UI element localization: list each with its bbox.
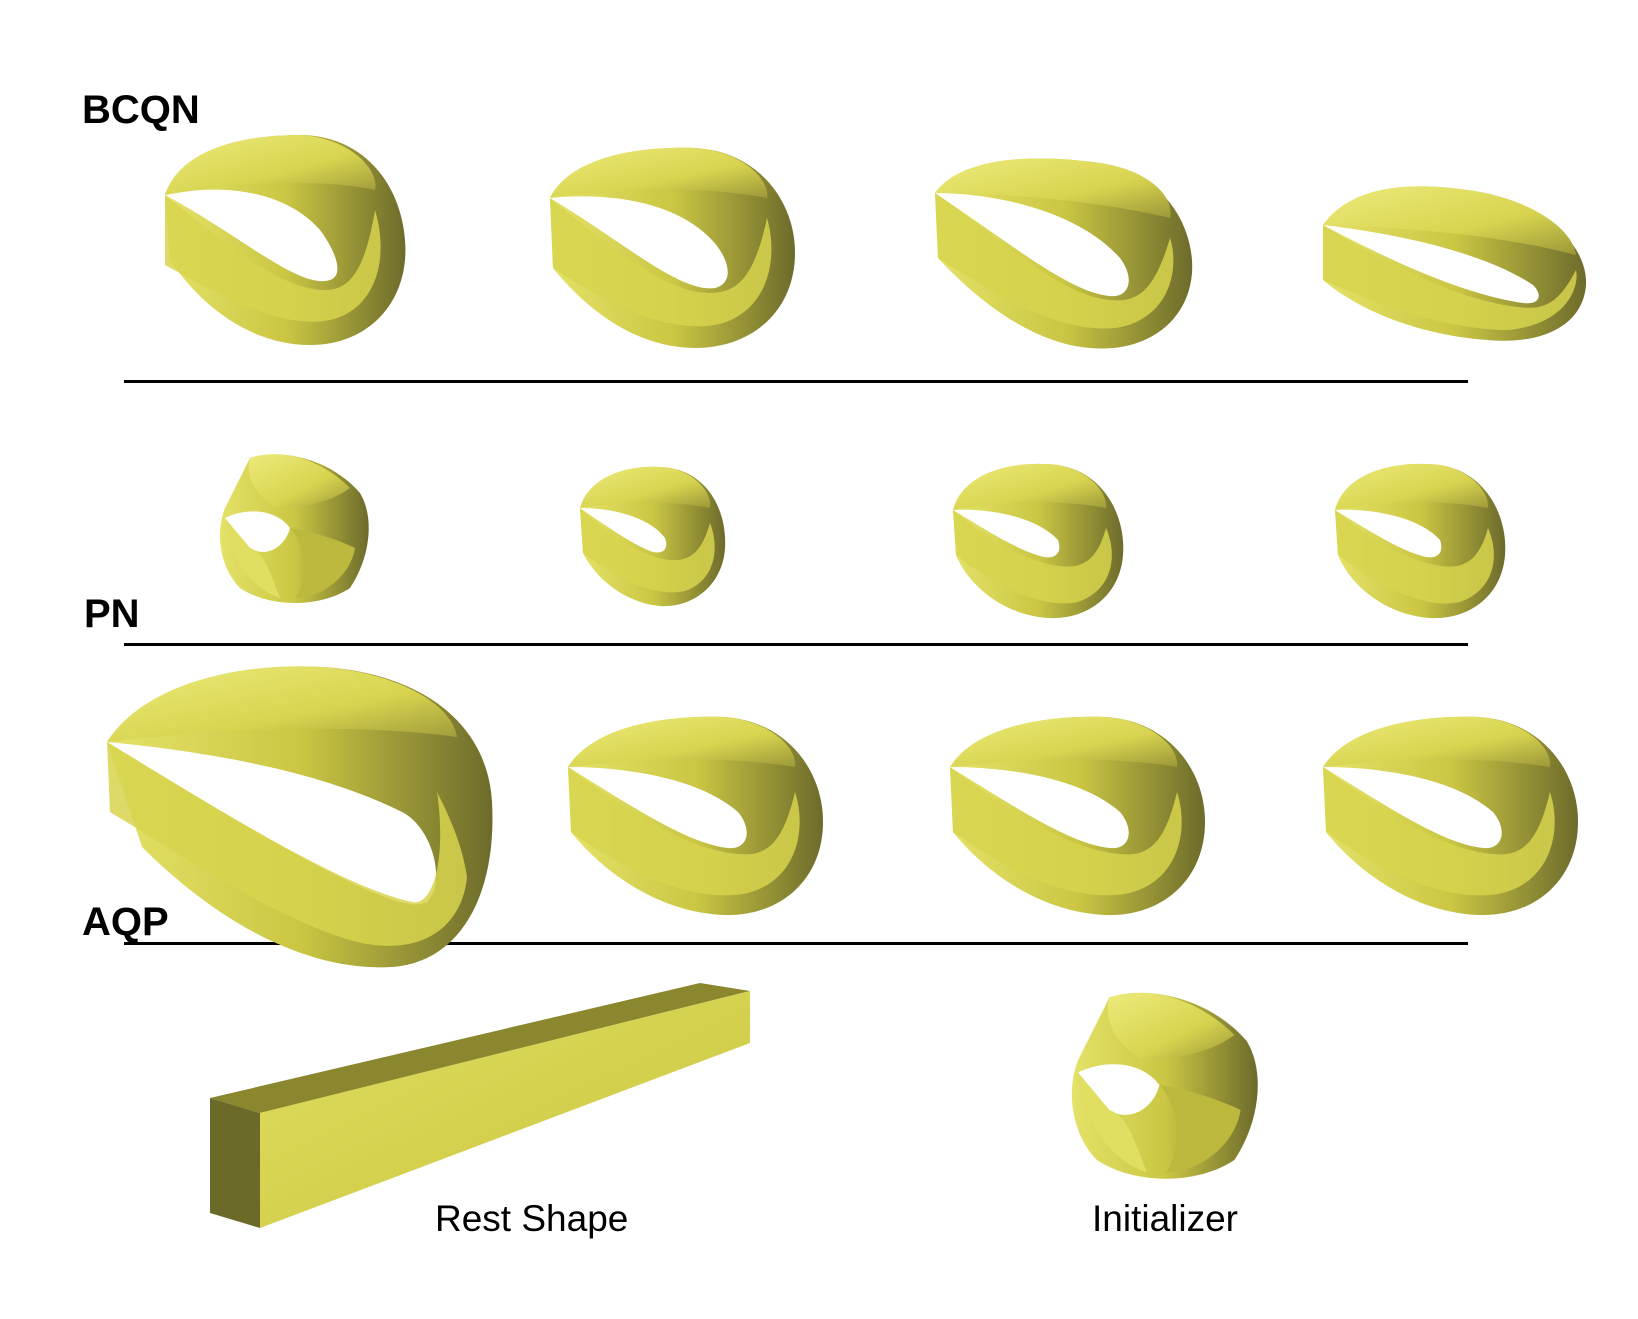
pn-strip-4 xyxy=(1335,463,1506,619)
aqp-strip-4 xyxy=(1323,716,1578,916)
pn-strip-2 xyxy=(580,466,726,607)
row-divider-3 xyxy=(124,942,1468,945)
bcqn-strip-2 xyxy=(550,147,795,348)
caption-rest-shape: Rest Shape xyxy=(435,1198,629,1239)
row-label-bcqn: BCQN xyxy=(82,88,200,132)
aqp-strip-1 xyxy=(107,666,493,968)
rest-shape-bar xyxy=(210,983,750,1228)
bcqn-strip-3 xyxy=(935,158,1193,349)
aqp-strip-2 xyxy=(568,716,823,916)
initializer-shape xyxy=(1071,992,1258,1179)
row-label-aqp: AQP xyxy=(82,900,169,944)
row-divider-2 xyxy=(124,643,1468,646)
bcqn-strip-1 xyxy=(165,135,406,345)
row-label-pn: PN xyxy=(84,592,140,636)
aqp-strip-3 xyxy=(950,716,1205,916)
bcqn-strip-4 xyxy=(1323,186,1587,341)
pn-strip-3 xyxy=(953,463,1124,619)
pn-strip-1 xyxy=(220,454,369,603)
caption-initializer: Initializer xyxy=(1092,1198,1238,1239)
row-divider-1 xyxy=(124,380,1468,383)
